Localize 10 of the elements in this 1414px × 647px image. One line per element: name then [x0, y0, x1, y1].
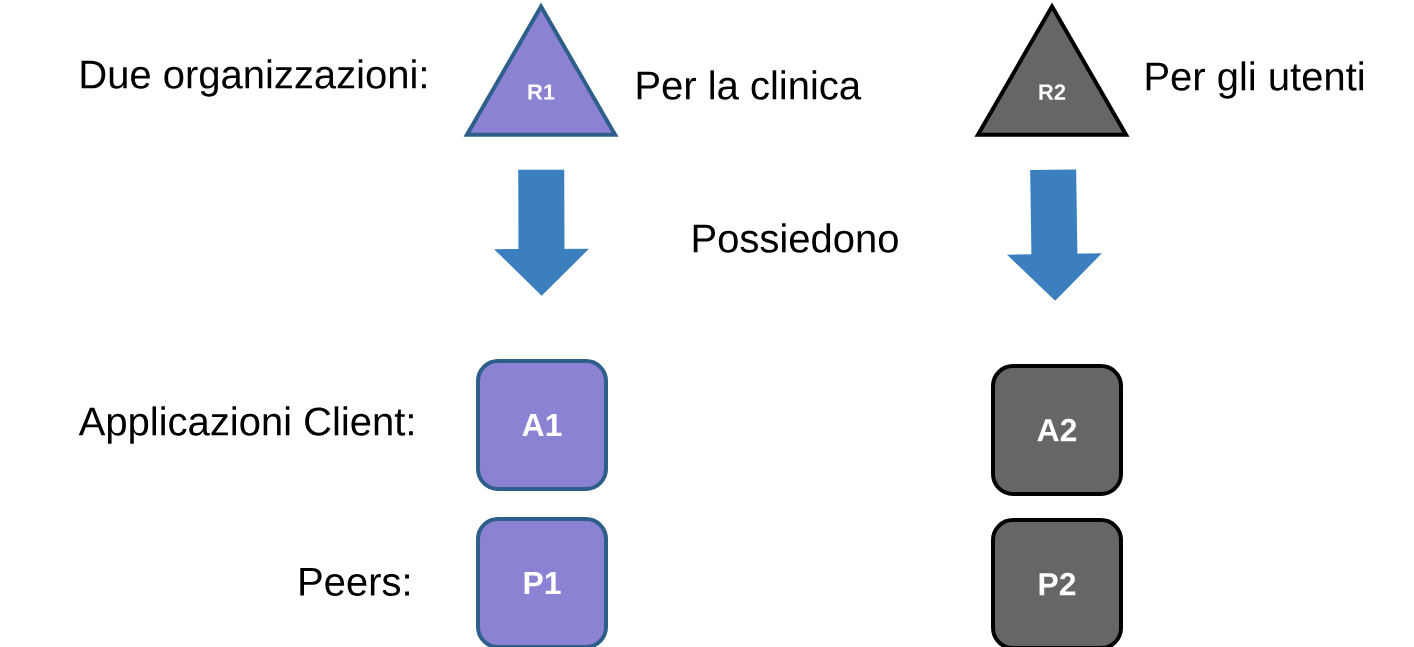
- text-label: Peers:: [300, 568, 409, 596]
- text-label: Due organizzazioni:: [81, 59, 426, 97]
- node-label: Per la clinica: [637, 70, 862, 100]
- rounded-box: A2: [991, 364, 1123, 496]
- text-label: Possiedono: [693, 223, 898, 253]
- node-label: Per gli utenti: [1146, 61, 1363, 99]
- rounded-box: A1: [476, 359, 608, 491]
- rounded-box: P2: [991, 518, 1123, 647]
- text-label: Applicazioni Client:: [78, 406, 413, 444]
- rounded-box: P1: [476, 517, 608, 647]
